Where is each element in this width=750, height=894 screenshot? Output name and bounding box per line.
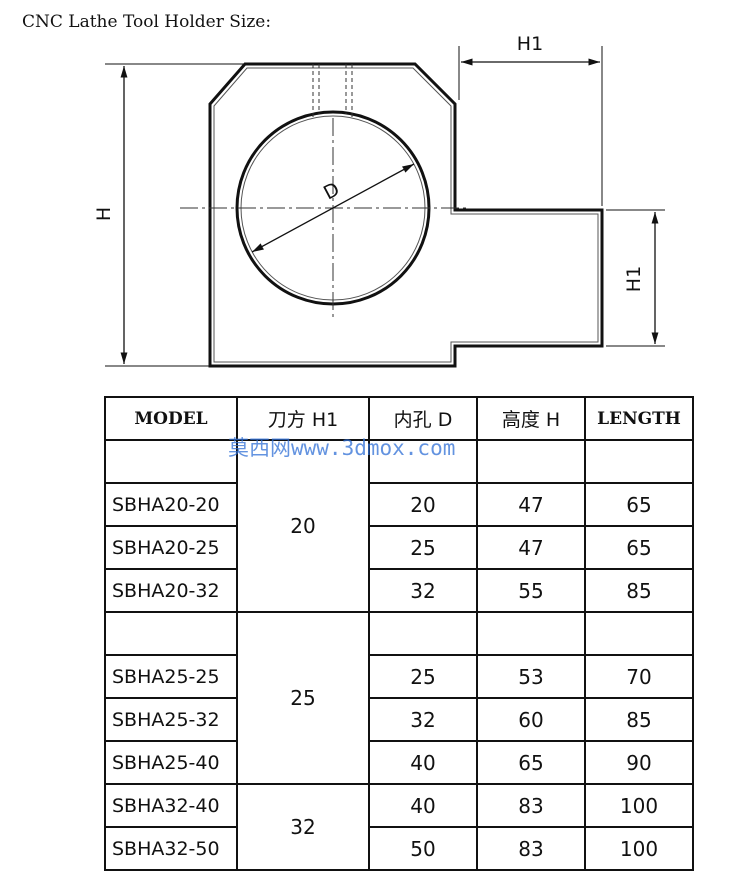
model-cell: SBHA25-25 [104,654,238,699]
dimension-d-line [251,163,415,253]
table-row: SBHA32-40 32 40 83 100 [104,783,694,871]
model-cell: SBHA32-50 [104,826,238,871]
model-cell: SBHA25-40 [104,740,238,785]
table-row: SBHA20-32 32 55 85 [104,568,694,613]
length-cell: 100 [584,783,694,828]
table-row: 20 [104,439,694,613]
h-cell: 65 [476,740,586,785]
model-cell [104,611,238,656]
table-row: SBHA20-25 25 47 65 [104,525,694,570]
h-cell [476,439,586,484]
d-cell: 32 [368,697,478,742]
header-d: 内孔 D [368,396,478,441]
d-cell [368,439,478,484]
header-length: LENGTH [584,396,694,441]
h1-cell: 25 [236,611,370,785]
d-cell: 50 [368,826,478,871]
h-cell: 47 [476,525,586,570]
model-cell: SBHA25-32 [104,697,238,742]
h-cell: 83 [476,783,586,828]
dimension-h-label: H [93,207,115,221]
header-h1: 刀方 H1 [236,396,370,441]
table-row: 25 [104,611,694,785]
model-cell [104,439,238,484]
header-h: 高度 H [476,396,586,441]
table-row: SBHA25-32 32 60 85 [104,697,694,742]
length-cell: 100 [584,826,694,871]
caption: CNC Lathe Tool Holder Size: [22,12,272,32]
tool-holder-drawing: D H H1 H1 [93,33,665,368]
h1-cell: 32 [236,783,370,871]
d-cell: 40 [368,740,478,785]
d-cell: 40 [368,783,478,828]
d-cell [368,611,478,656]
d-cell: 25 [368,525,478,570]
d-cell: 32 [368,568,478,613]
model-cell: SBHA20-20 [104,482,238,527]
d-cell: 20 [368,482,478,527]
dimension-d-label: D [320,178,343,204]
length-cell: 65 [584,525,694,570]
table-row: SBHA25-25 25 53 70 [104,654,694,699]
length-cell: 70 [584,654,694,699]
length-cell: 85 [584,697,694,742]
dimension-h1-side-label: H1 [623,266,645,292]
spec-table: MODEL 刀方 H1 内孔 D 高度 H LENGTH 20 SBHA20-2… [104,396,694,871]
table-row: SBHA25-40 40 65 90 [104,740,694,785]
h-cell: 53 [476,654,586,699]
body-outline [208,62,604,368]
length-cell: 65 [584,482,694,527]
dimension-h1-top-label: H1 [517,33,543,55]
model-cell: SBHA32-40 [104,783,238,828]
watermark: 莫西网www.3dmox.com [228,436,456,460]
table-row: SBHA20-20 20 47 65 [104,482,694,527]
body-outline-inner [213,67,599,363]
h-cell: 47 [476,482,586,527]
model-cell: SBHA20-25 [104,525,238,570]
h1-cell: 20 [236,439,370,613]
length-cell [584,439,694,484]
d-cell: 25 [368,654,478,699]
length-cell [584,611,694,656]
h-cell: 60 [476,697,586,742]
h-cell [476,611,586,656]
header-row: MODEL 刀方 H1 内孔 D 高度 H LENGTH [104,396,694,441]
model-cell: SBHA20-32 [104,568,238,613]
header-model: MODEL [104,396,238,441]
length-cell: 90 [584,740,694,785]
length-cell: 85 [584,568,694,613]
h-cell: 55 [476,568,586,613]
table-row: SBHA32-50 50 83 100 [104,826,694,871]
h-cell: 83 [476,826,586,871]
